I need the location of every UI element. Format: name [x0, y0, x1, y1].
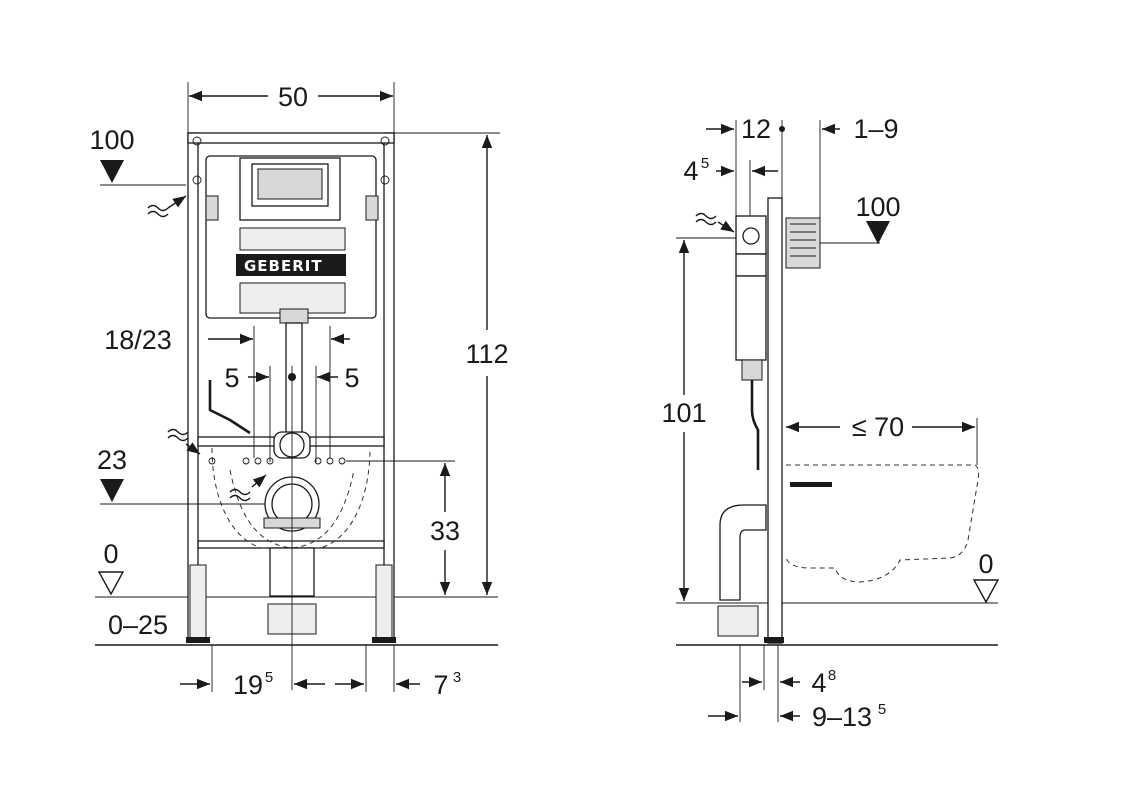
side-floor-marker	[972, 579, 1000, 604]
drain-height-label: 33	[430, 516, 460, 546]
side-bowl-outline	[785, 464, 980, 583]
side-foot	[764, 637, 784, 643]
flush-hose	[208, 380, 251, 435]
side-upper-left-label: 4	[683, 156, 698, 186]
side-view: 12 1–9 4 5 100 101 ≤ 70 0	[661, 114, 1000, 732]
water-inlet-arrow	[167, 195, 187, 209]
water-level-label: 100	[89, 125, 134, 155]
side-water-level-label: 100	[855, 192, 900, 222]
side-drain	[717, 482, 832, 637]
offset-left-label: 5	[224, 363, 239, 393]
side-wall-plate	[785, 217, 821, 269]
brand-logo: GEBERIT	[244, 257, 323, 275]
offset-right-label: 5	[344, 363, 359, 393]
bottom-right-label: 7	[433, 670, 448, 700]
side-bottom-a-label: 4	[811, 668, 826, 698]
side-floor-label: 0	[978, 549, 993, 579]
frame	[186, 132, 396, 643]
side-water-icon	[695, 212, 717, 226]
width-label: 50	[278, 82, 308, 112]
front-view: GEBERIT	[89, 82, 509, 700]
height-label: 112	[465, 339, 508, 369]
drain-water-icon	[229, 488, 251, 502]
floor-range-label: 0–25	[108, 610, 168, 640]
water-inlet-icon-2	[167, 428, 189, 442]
bottom-right-sup: 3	[453, 669, 461, 686]
bracket-holes	[208, 457, 346, 465]
floor-level-label: 0	[103, 539, 118, 569]
side-height-label: 101	[661, 398, 706, 428]
side-bottom-b-label: 9–13	[812, 702, 872, 732]
water-inlet-arrow-2	[185, 442, 201, 455]
side-top-dot	[779, 126, 785, 132]
side-top-right-label: 1–9	[853, 114, 898, 144]
side-frame	[767, 197, 783, 644]
drain-level-label: 23	[97, 445, 127, 475]
side-bottom-a-sup: 8	[828, 667, 836, 684]
water-inlet-icon	[147, 204, 169, 218]
side-projection-label: ≤ 70	[852, 412, 904, 442]
pan-outline	[229, 469, 355, 549]
water-level-marker	[100, 160, 124, 183]
bottom-left-sup: 5	[265, 669, 273, 686]
drain-water-arrow	[251, 474, 267, 488]
side-upper-left-sup: 5	[701, 155, 709, 172]
side-top-mid-label: 12	[741, 114, 771, 144]
flush-pipe-label: 18/23	[104, 325, 172, 355]
side-water-arrow	[717, 220, 735, 233]
side-water-level-marker	[866, 221, 890, 244]
side-bottom-b-sup: 5	[878, 701, 886, 718]
side-cistern	[735, 215, 767, 470]
drain-level-marker	[100, 479, 124, 502]
bottom-left-label: 19	[233, 670, 263, 700]
floor-level-marker	[97, 571, 125, 596]
